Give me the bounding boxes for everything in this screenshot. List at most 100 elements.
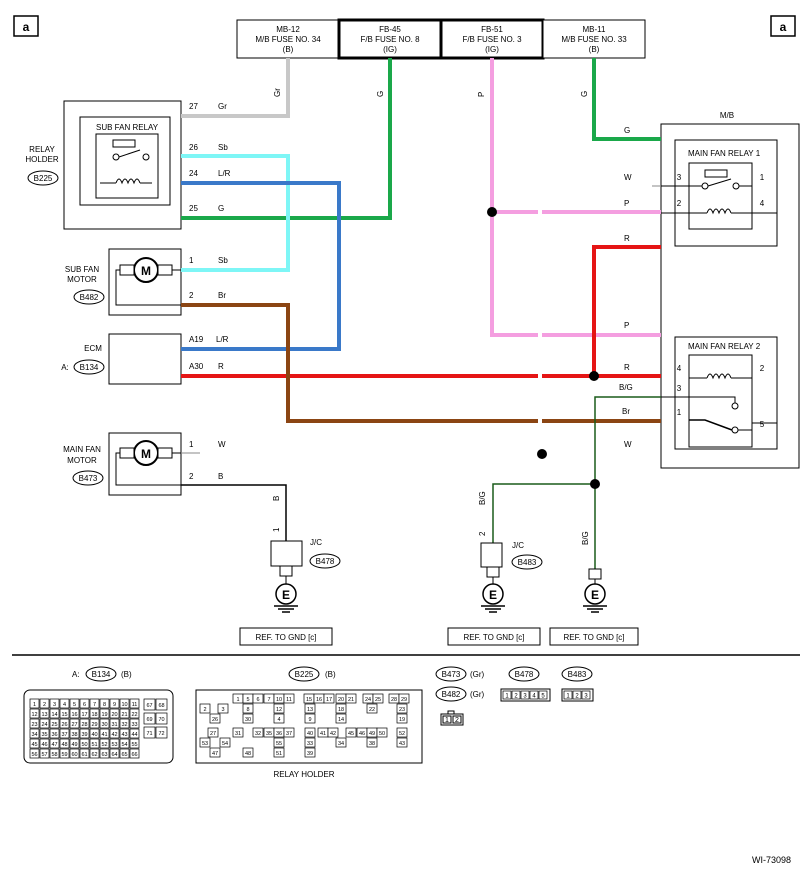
wire-color: Br bbox=[622, 407, 630, 416]
pin-number: 2 bbox=[189, 291, 194, 300]
wire-color: G bbox=[580, 91, 589, 97]
pin-label: 16 bbox=[71, 712, 77, 718]
pin-label: 15 bbox=[61, 712, 67, 718]
connector-pin bbox=[49, 748, 60, 759]
relay-holder-label: RELAY bbox=[29, 145, 55, 154]
pin-label: 28 bbox=[391, 697, 397, 703]
pin-label: 65 bbox=[121, 752, 127, 758]
pin-label: 54 bbox=[222, 741, 228, 747]
sub-fan-motor-label: SUB FAN bbox=[65, 265, 99, 274]
connector-pin bbox=[563, 690, 573, 700]
connector-pin bbox=[129, 728, 140, 739]
corner-marker-right bbox=[770, 15, 796, 37]
connector-caption: RELAY HOLDER bbox=[273, 770, 334, 779]
pin-number: A19 bbox=[189, 335, 204, 344]
connector-name: B482 bbox=[442, 690, 461, 699]
connector-pin bbox=[396, 713, 408, 724]
relay-holder-conn: B225 bbox=[34, 174, 53, 183]
connector-pin bbox=[79, 738, 90, 749]
pin-label: 14 bbox=[51, 712, 57, 718]
fuse-name: F/B FUSE NO. 3 bbox=[462, 35, 522, 44]
pin-label: 1 bbox=[566, 694, 570, 700]
pin-label: 16 bbox=[316, 697, 322, 703]
pin-label: 9 bbox=[113, 702, 116, 708]
connector-pin bbox=[69, 738, 80, 749]
connector-pin bbox=[304, 703, 316, 714]
main-fan-relay-1-label: MAIN FAN RELAY 1 bbox=[688, 149, 761, 158]
connector-oval bbox=[511, 554, 543, 570]
fuse-id: FB-51 bbox=[481, 25, 503, 34]
connector-pin bbox=[79, 748, 90, 759]
connector-pin bbox=[143, 726, 156, 739]
pin-label: 17 bbox=[326, 697, 332, 703]
pin-label: 5 bbox=[73, 702, 76, 708]
fuse-name: F/B FUSE NO. 8 bbox=[360, 35, 420, 44]
wire-gr bbox=[181, 58, 290, 118]
wire-color: R bbox=[218, 362, 224, 371]
relay-coil-icon bbox=[115, 178, 141, 185]
relay1-pin: 1 bbox=[760, 173, 765, 182]
connector-pin bbox=[366, 737, 378, 748]
pin-label: 48 bbox=[61, 742, 67, 748]
connector-pin bbox=[119, 718, 130, 729]
connector-pin bbox=[327, 727, 339, 738]
motor-symbol: M bbox=[141, 264, 151, 278]
pin-label: 70 bbox=[158, 717, 164, 723]
connector-pin bbox=[69, 698, 80, 709]
main-fan-motor: M bbox=[108, 432, 182, 496]
ground-3: B/G E REF. TO GND [c] bbox=[549, 531, 639, 646]
pin-label: 6 bbox=[256, 697, 259, 703]
pin-label: 72 bbox=[158, 731, 164, 737]
wire-color: P bbox=[477, 92, 486, 97]
pin-label: 29 bbox=[91, 722, 97, 728]
relay-holder: SUB FAN RELAY bbox=[63, 100, 182, 230]
fuse-box-fb51: FB-51 F/B FUSE NO. 3 (IG) bbox=[439, 18, 545, 60]
pin-label: 24 bbox=[41, 722, 47, 728]
wire-color: B/G bbox=[619, 383, 633, 392]
ecm-prefix: A: bbox=[61, 363, 69, 372]
wire-color: W bbox=[624, 440, 632, 449]
connector-pin bbox=[323, 693, 335, 704]
connector-pin bbox=[119, 708, 130, 719]
pin-label: 3 bbox=[584, 694, 588, 700]
wire-color: B/G bbox=[581, 531, 590, 545]
ground-icon bbox=[275, 583, 297, 605]
pin-label: 41 bbox=[101, 732, 107, 738]
connector-pin bbox=[345, 727, 357, 738]
main-fan-motor-conn: B473 bbox=[79, 474, 98, 483]
pin-label: 56 bbox=[31, 752, 37, 758]
jc-label: J/C bbox=[310, 538, 322, 547]
pin-label: 5 bbox=[541, 694, 545, 700]
sub-fan-motor-label: MOTOR bbox=[67, 275, 97, 284]
pin-label: 2 bbox=[203, 707, 206, 713]
pin-label: 50 bbox=[81, 742, 87, 748]
pin-label: 2 bbox=[514, 694, 518, 700]
pin-label: 32 bbox=[255, 731, 261, 737]
junction-dot bbox=[487, 207, 497, 217]
pin-label: 26 bbox=[61, 722, 67, 728]
pin-label: 18 bbox=[338, 707, 344, 713]
connector-name: B225 bbox=[295, 670, 314, 679]
pin-label: 48 bbox=[245, 751, 251, 757]
pin-label: 68 bbox=[158, 703, 164, 709]
relay2-pin: 2 bbox=[760, 364, 765, 373]
connector-pin bbox=[99, 708, 110, 719]
pin-label: 51 bbox=[91, 742, 97, 748]
connector-oval bbox=[309, 553, 341, 569]
pin-label: 17 bbox=[81, 712, 87, 718]
pin-label: 38 bbox=[369, 741, 375, 747]
connector-pin bbox=[129, 738, 140, 749]
connector-oval bbox=[435, 686, 467, 702]
connector-pin bbox=[39, 728, 50, 739]
pin-number: 2 bbox=[478, 531, 487, 536]
pin-label: 45 bbox=[348, 731, 354, 737]
wire-bg-jc bbox=[492, 483, 595, 543]
relay-contact-icon bbox=[112, 139, 136, 148]
relay-coil-icon bbox=[706, 373, 732, 380]
connector-oval bbox=[73, 289, 105, 305]
pin-label: 47 bbox=[212, 751, 218, 757]
wire-color: G bbox=[624, 126, 630, 135]
ground-icon bbox=[584, 583, 606, 605]
